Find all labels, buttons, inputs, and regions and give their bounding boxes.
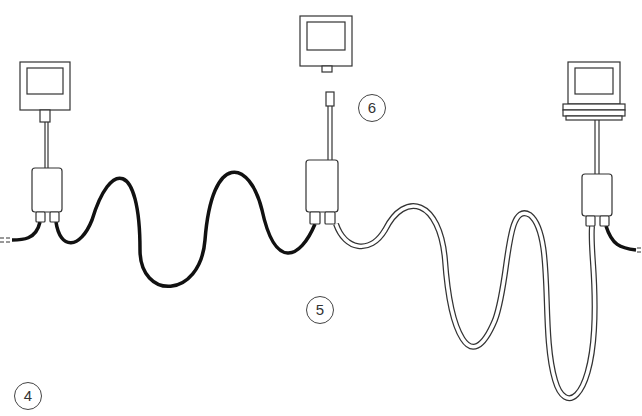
screen (27, 68, 63, 94)
computer (568, 62, 620, 104)
connector-box (306, 160, 338, 212)
computer (300, 16, 352, 66)
connector-boxes (32, 160, 612, 226)
connector-box (32, 168, 62, 212)
connector-box (582, 174, 612, 216)
black-cable (56, 172, 315, 286)
callout-number: 6 (358, 94, 386, 122)
computers (20, 16, 625, 174)
white-cable (336, 206, 595, 398)
callout-number: 5 (306, 296, 334, 324)
plug (326, 92, 334, 106)
screen (307, 22, 345, 50)
callout-number: 4 (14, 382, 42, 410)
computer (20, 62, 70, 110)
screen (575, 68, 613, 94)
